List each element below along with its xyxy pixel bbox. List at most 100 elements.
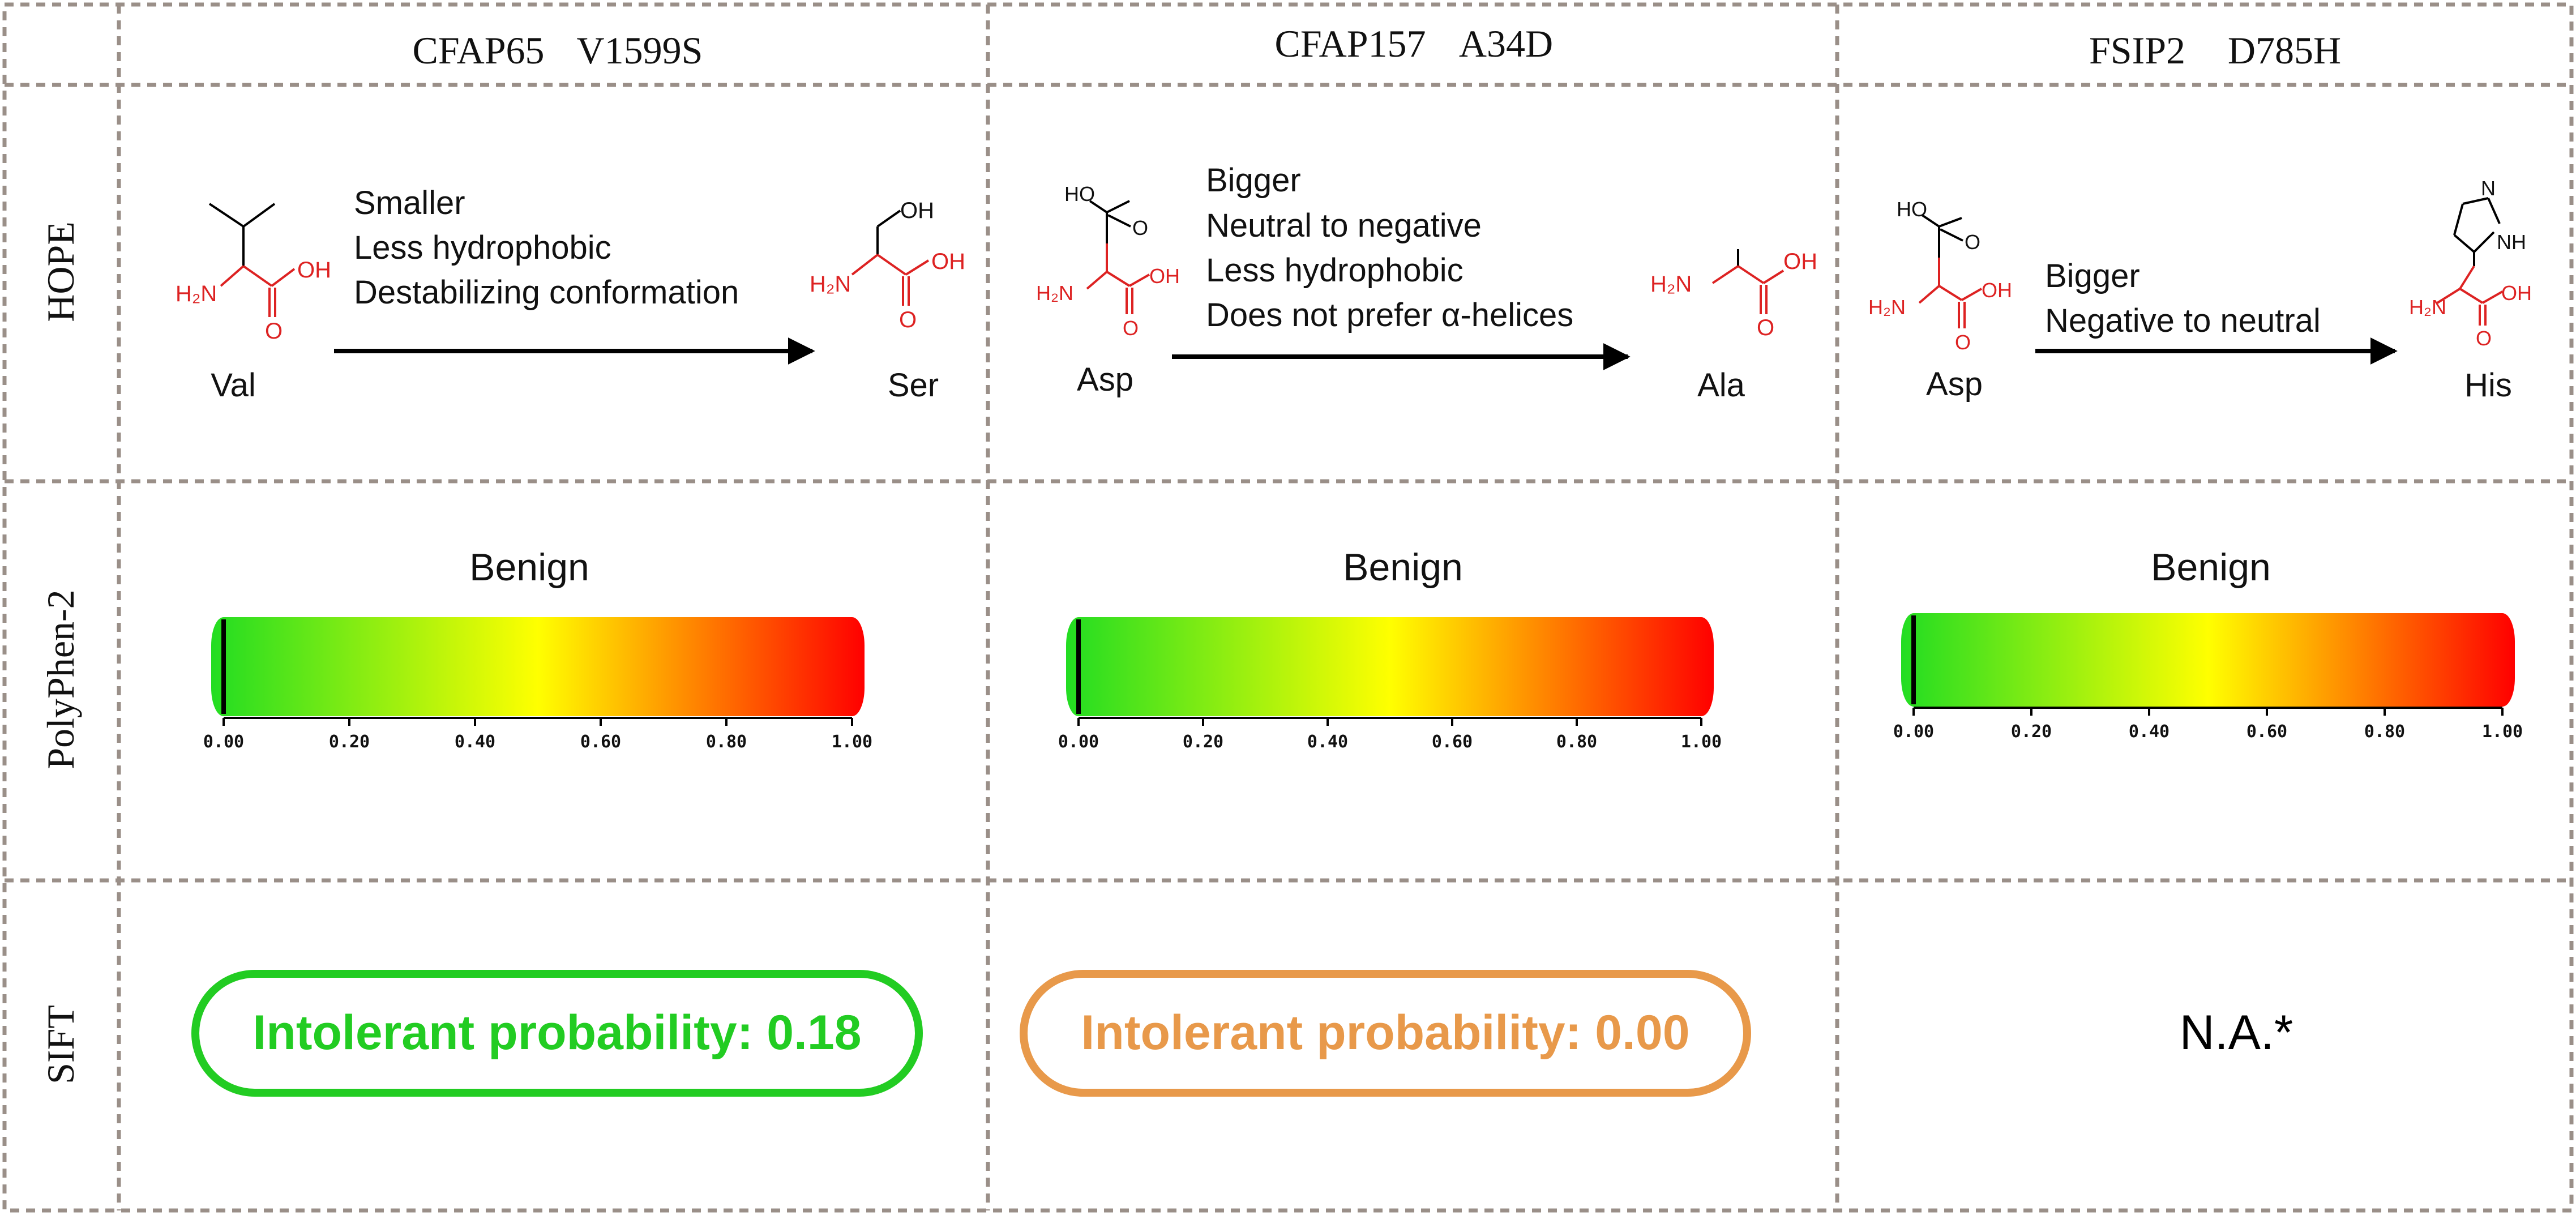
axis-tick-label: 0.80 xyxy=(706,732,747,752)
oxygen-label: O xyxy=(1123,316,1139,340)
to-residue: Ser xyxy=(888,367,939,404)
effect-item: Smaller xyxy=(354,185,465,221)
row-label-sift: SIFT xyxy=(39,1005,82,1084)
hydroxyl-label: OH xyxy=(2501,281,2532,305)
sift-text: Intolerant probability: 0.18 xyxy=(253,1006,861,1060)
score-gradient-bar xyxy=(1066,617,1714,716)
hydroxyl-label: OH xyxy=(931,249,965,274)
hope-col-1: H₂N OH O Val Smaller Less hydrophobic De… xyxy=(176,185,965,404)
aspartate-structure: HO O H₂N OH O xyxy=(1036,182,1180,340)
histidine-structure: N NH H₂N OH O xyxy=(2409,177,2532,350)
header-gene: CFAP157 xyxy=(1274,22,1426,65)
header-variant: V1599S xyxy=(577,29,703,72)
axis-tick-label: 0.40 xyxy=(1307,732,1348,752)
effect-item: Neutral to negative xyxy=(1206,207,1482,244)
imidazole-nh-label: NH xyxy=(2497,230,2526,254)
amine-label: H₂N xyxy=(1036,281,1073,305)
amine-label: H₂N xyxy=(1650,272,1692,297)
sift-badge xyxy=(1020,970,1751,1097)
amine-label: H₂N xyxy=(1868,296,1906,319)
score-gradient-bar xyxy=(211,617,865,716)
sift-na-text: N.A.* xyxy=(2180,1006,2293,1060)
oxygen-label: O xyxy=(899,307,917,332)
row-label-polyphen: PolyPhen-2 xyxy=(39,589,82,769)
axis-tick-label: 1.00 xyxy=(1681,732,1722,752)
effect-list: Bigger Neutral to negative Less hydropho… xyxy=(1206,162,1573,333)
row-label-hope: HOPE xyxy=(39,221,82,322)
effect-item: Less hydrophobic xyxy=(354,229,611,266)
amine-label: H₂N xyxy=(176,281,217,306)
polyphen-row: Benign 0.00 0.20 0.40 0.60 0.80 1.00 Benign 0.00… xyxy=(203,546,2523,752)
hydroxyl-label: OH xyxy=(1149,264,1180,288)
axis-tick-label: 0.80 xyxy=(2364,722,2405,742)
from-residue: Asp xyxy=(1077,361,1133,398)
polyphen-label: Benign xyxy=(2151,546,2271,589)
sift-badge xyxy=(191,970,923,1097)
header-gene: FSIP2 xyxy=(2089,29,2185,72)
axis-tick-label: 0.00 xyxy=(203,732,244,752)
polyphen-label: Benign xyxy=(1343,546,1463,589)
axis-tick-label: 0.60 xyxy=(1432,732,1473,752)
score-gradient-bar xyxy=(1901,613,2515,707)
alanine-structure: H₂N OH O xyxy=(1650,249,1817,340)
amine-label: H₂N xyxy=(2409,296,2446,319)
axis-tick-label: 0.40 xyxy=(2129,722,2170,742)
imidazole-n-label: N xyxy=(2481,177,2496,200)
polyphen-panel: Benign 0.00 0.20 0.40 0.60 0.80 1.00 xyxy=(203,546,872,752)
effect-item: Does not prefer α-helices xyxy=(1206,297,1573,333)
from-residue: Asp xyxy=(1926,366,1983,403)
valine-structure: H₂N OH O xyxy=(176,203,331,344)
aspartate-structure: HO O H₂N OH O xyxy=(1868,198,2012,354)
header-variant: D785H xyxy=(2228,29,2341,72)
effect-list: Bigger Negative to neutral xyxy=(2045,258,2321,339)
polyphen-panel: Benign 0.00 0.20 0.40 0.60 0.80 1.00 xyxy=(1058,546,1722,752)
axis-tick-label: 0.60 xyxy=(580,732,621,752)
axis-tick-label: 1.00 xyxy=(2482,722,2523,742)
axis-tick-label: 0.20 xyxy=(329,732,370,752)
hope-col-2: HO O H₂N OH O Asp Bigger Neutral to nega… xyxy=(1036,162,1817,404)
sift-text: Intolerant probability: 0.00 xyxy=(1081,1006,1689,1060)
hydroxyl-left-label: HO xyxy=(1897,198,1927,221)
oxygen-label: O xyxy=(1757,315,1774,340)
axis-tick-label: 0.00 xyxy=(1893,722,1934,742)
hope-col-3: HO O H₂N OH O Asp Bigger Negative to neu… xyxy=(1868,177,2532,404)
oxygen-label: O xyxy=(2476,327,2492,350)
header-gene: CFAP65 xyxy=(412,29,544,72)
hydroxyl-label: OH xyxy=(297,258,331,283)
effect-item: Negative to neutral xyxy=(2045,302,2321,339)
axis-tick-label: 0.20 xyxy=(1183,732,1223,752)
to-residue: Ala xyxy=(1697,367,1745,404)
effect-list: Smaller Less hydrophobic Destabilizing c… xyxy=(354,185,739,311)
axis-tick-label: 0.80 xyxy=(1556,732,1597,752)
polyphen-label: Benign xyxy=(469,546,589,589)
hydroxyl-label: OH xyxy=(900,198,934,223)
sift-row: Intolerant probability: 0.18 Intolerant … xyxy=(191,970,2293,1097)
hydroxyl-label: OH xyxy=(1783,249,1817,274)
effect-item: Bigger xyxy=(2045,258,2140,294)
oxygen-label: O xyxy=(265,319,283,344)
oxygen-label: O xyxy=(1965,230,1980,254)
axis-tick-label: 0.00 xyxy=(1058,732,1099,752)
polyphen-panel: Benign 0.00 0.20 0.40 0.60 0.80 1.00 xyxy=(1893,546,2523,742)
axis-tick-label: 1.00 xyxy=(832,732,872,752)
header-variant: A34D xyxy=(1459,22,1553,65)
axis-tick-label: 0.60 xyxy=(2246,722,2287,742)
axis-tick-label: 0.40 xyxy=(455,732,495,752)
axis-tick-label: 0.20 xyxy=(2011,722,2052,742)
from-residue: Val xyxy=(211,367,256,404)
hydroxyl-left-label: HO xyxy=(1064,182,1095,206)
oxygen-label: O xyxy=(1955,331,1971,354)
effect-item: Less hydrophobic xyxy=(1206,252,1464,289)
effect-item: Bigger xyxy=(1206,162,1301,199)
hydroxyl-label: OH xyxy=(1982,279,2012,302)
amine-label: H₂N xyxy=(810,272,851,297)
serine-structure: OH H₂N OH O xyxy=(810,198,965,332)
to-residue: His xyxy=(2464,367,2512,404)
hope-row: H₂N OH O Val Smaller Less hydrophobic De… xyxy=(176,162,2532,404)
row-headers: HOPE PolyPhen-2 SIFT xyxy=(39,221,82,1084)
oxygen-label: O xyxy=(1132,216,1148,239)
effect-item: Destabilizing conformation xyxy=(354,274,739,311)
column-headers: CFAP65 V1599S CFAP157 A34D FSIP2 D785H xyxy=(412,22,2341,72)
